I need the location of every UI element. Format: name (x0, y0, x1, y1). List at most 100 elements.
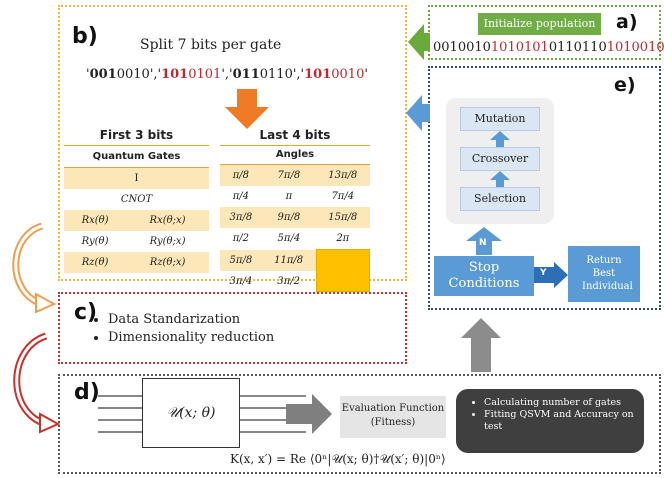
panel-b-title: Split 7 bits per gate (140, 37, 282, 53)
stop-conditions-box: Stop Conditions (434, 256, 534, 296)
gate-cell: Rx(θ;x) (126, 210, 209, 231)
angle-cell: 9π/8 (261, 207, 317, 228)
right-subheader: Angles (220, 146, 370, 165)
right-arrow-icon (286, 394, 332, 434)
up-arrow-icon (466, 227, 502, 255)
curved-arrow-icon (12, 222, 57, 314)
up-arrow-icon (490, 131, 510, 147)
panel-d-letter: d) (74, 380, 100, 405)
yes-label: Y (540, 268, 547, 278)
gate-bits: 001 (89, 67, 117, 82)
gates-table: First 3 bits Quantum Gates I CNOT Rx(θ)R… (64, 125, 209, 273)
list-item: Fitting QSVM and Accuracy on test (484, 409, 638, 433)
panel-c: c) Data Standarization Dimensionality re… (58, 292, 407, 364)
table-row: Rz(θ)Rz(θ;x) (64, 252, 209, 273)
bit-segment: 0110110 (548, 40, 607, 55)
gate-cell: Rx(θ) (64, 210, 127, 231)
fitness-details-box: Calculating number of gates Fitting QSVM… (456, 389, 644, 453)
mutation-step: Mutation (460, 107, 540, 131)
angle-cell: π (285, 191, 293, 202)
table-row: CNOT (64, 189, 209, 210)
table-row: 3π/4 3π/2 (220, 271, 370, 292)
right-header: Last 4 bits (259, 128, 331, 142)
table-row: π/2 5π/4 2π (220, 228, 370, 250)
angle-cell: 5π/8 (220, 249, 262, 271)
angle-cell: 2π (336, 233, 350, 244)
table-row: I (64, 168, 209, 189)
left-subheader: Quantum Gates (64, 146, 209, 168)
panel-a-letter: a) (616, 11, 638, 33)
split-bits-line: '0010010','1010101','0110110','1010010' (86, 67, 368, 82)
angle-bits: 0101 (188, 67, 222, 82)
gate-cell: Ry(θ;x) (149, 236, 186, 247)
evaluation-function-label: Evaluation Function (Fitness) (341, 403, 445, 428)
evaluation-function-box: Evaluation Function (Fitness) (340, 396, 446, 438)
list-item: Dimensionality reduction (108, 329, 274, 347)
panel-a: Initialize population a) 001001010101010… (428, 5, 664, 60)
left-arrow-icon (408, 24, 430, 60)
gate-cell: CNOT (120, 194, 153, 205)
gate-cell: Ry(θ) (81, 236, 109, 247)
angle-cell: 3π/4 (229, 275, 253, 287)
angle-cell: π/8 (220, 165, 262, 186)
stop-conditions-label: Stop Conditions (448, 260, 520, 291)
list-item: Data Standarization (108, 311, 274, 329)
angle-cell: 13π/8 (316, 165, 370, 186)
left-arrow-icon (406, 95, 430, 131)
separator: ',' (292, 67, 305, 82)
separator: ' (364, 67, 368, 82)
quote-mark: ' (86, 67, 90, 82)
right-arrow-icon (534, 262, 568, 288)
angle-cell: 3π/2 (277, 275, 300, 287)
selection-step: Selection (460, 187, 540, 211)
angle-cell: 15π/8 (316, 207, 370, 228)
bitstring: 0010010101010101101101010010 (433, 40, 664, 55)
crossover-step: Crossover (460, 147, 540, 171)
separator: ',' (149, 67, 162, 82)
gate-cell: Rz(θ;x) (126, 252, 209, 273)
panel-c-letter: c) (74, 300, 98, 325)
angle-cell: 5π/4 (277, 233, 301, 245)
table-row: Ry(θ) Ry(θ;x) (64, 231, 209, 252)
gate-cell: Rz(θ) (64, 252, 127, 273)
down-arrow-icon (225, 89, 269, 129)
panel-b-letter: b) (72, 24, 98, 49)
circuit-box: 𝒰(x; θ) (142, 378, 240, 448)
bit-segment: 1010010 (606, 40, 664, 55)
angle-cell: 3π/8 (220, 207, 262, 228)
empty-fill-cell (315, 249, 371, 292)
initialize-population-button[interactable]: Initialize population (478, 13, 601, 35)
gate-bits: 011 (232, 67, 260, 82)
gate-bits: 101 (304, 67, 332, 82)
table-row: Rx(θ)Rx(θ;x) (64, 210, 209, 231)
angle-cell: 7π/4 (331, 191, 355, 202)
bit-segment: 1010101 (490, 40, 549, 55)
no-label: N (479, 238, 487, 248)
table-row: π/4 π 7π/4 (220, 186, 370, 207)
panel-e: e) Mutation Crossover Selection N Stop C… (428, 66, 661, 310)
panel-d: d) 𝒰(x; θ) Evaluation Function (Fitness)… (58, 374, 661, 474)
panel-b: b) Split 7 bits per gate '0010010','1010… (58, 5, 407, 292)
left-header: First 3 bits (99, 128, 174, 142)
curved-arrow-icon (13, 332, 61, 434)
preprocess-list: Data Standarization Dimensionality reduc… (88, 311, 274, 347)
angle-bits: 0010 (331, 67, 365, 82)
angle-cell: π/4 (232, 191, 250, 202)
angle-cell: 7π/8 (261, 165, 317, 186)
list-item: Calculating number of gates (484, 397, 638, 409)
circuit-label: 𝒰(x; θ) (166, 405, 216, 421)
panel-e-letter: e) (614, 74, 636, 96)
return-best-box: Return Best Individual (568, 246, 640, 302)
return-best-label: Return Best Individual (582, 255, 633, 292)
angle-bits: 0010 (116, 67, 150, 82)
kernel-formula: K(x, x′) = Re ⟨0ⁿ|𝒰(x; θ)†𝒰(x′; θ)|0ⁿ⟩ (230, 452, 446, 466)
angle-cell: 11π/8 (261, 249, 317, 271)
bit-segment: 0010010 (433, 40, 491, 55)
gate-bits: 101 (161, 67, 189, 82)
separator: ',' (221, 67, 233, 82)
angle-cell: π/2 (232, 233, 250, 245)
up-arrow-icon (490, 171, 510, 187)
